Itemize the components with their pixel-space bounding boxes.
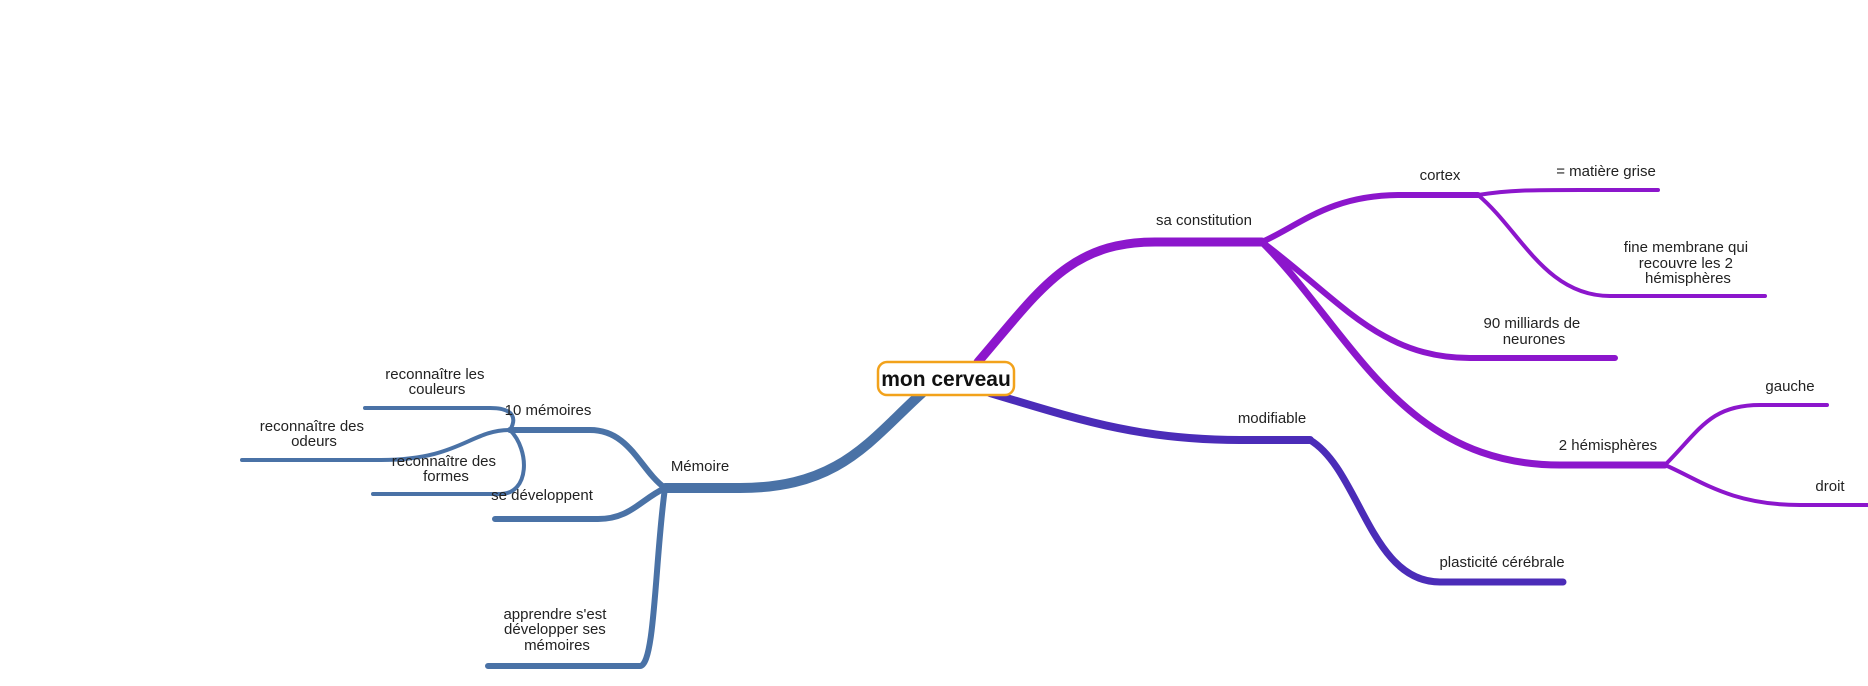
node-90-milliards[interactable]: 90 milliards de neurones [1484, 315, 1585, 348]
node-droit[interactable]: droit [1815, 478, 1845, 495]
node-apprendre-line-3: mémoires [524, 637, 590, 654]
branch-memoire: Mémoire 10 mémoires reconnaître les coul… [240, 366, 927, 669]
connector-memoire-apprendre [485, 485, 668, 669]
connector-constitution-cortex [1259, 192, 1481, 245]
node-fine-membrane[interactable]: fine membrane qui recouvre les 2 hémisph… [1624, 239, 1752, 287]
node-90-milliards-line-2: neurones [1503, 331, 1566, 348]
node-fine-membrane-line-3: hémisphères [1645, 270, 1731, 287]
connector-hemispheres-gauche [1663, 403, 1829, 467]
connector-hemispheres-droit [1663, 463, 1868, 507]
root-node-box [876, 360, 1016, 397]
connector-10-odeurs [240, 428, 512, 462]
node-couleurs[interactable]: reconnaître les couleurs [385, 366, 488, 398]
node-fine-membrane-line-1: fine membrane qui [1624, 239, 1748, 256]
node-10-memoires[interactable]: 10 mémoires [505, 402, 592, 419]
node-apprendre-line-1: apprendre s'est [503, 606, 607, 623]
connector-cortex-matiere [1476, 188, 1660, 197]
connector-memoire-10-memoires [507, 427, 668, 491]
node-apprendre-line-2: développer ses [504, 621, 606, 638]
node-2-hemispheres[interactable]: 2 hémisphères [1559, 437, 1657, 454]
root-node[interactable]: mon cerveau [876, 360, 1016, 397]
root-node-label: mon cerveau [881, 368, 1011, 391]
branch-modifiable: modifiable plasticité cérébrale [986, 389, 1567, 586]
connector-root-constitution [973, 237, 1267, 367]
connector-root-memoire [660, 388, 927, 493]
node-sa-constitution[interactable]: sa constitution [1156, 212, 1252, 229]
connector-memoire-se-developpent [492, 485, 668, 522]
node-se-developpent[interactable]: se développent [491, 487, 594, 504]
node-gauche[interactable]: gauche [1765, 378, 1814, 395]
node-apprendre[interactable]: apprendre s'est développer ses mémoires [503, 606, 610, 654]
node-matiere-grise[interactable]: = matière grise [1556, 163, 1656, 180]
node-couleurs-line-2: couleurs [409, 381, 466, 398]
connector-modifiable-plasticite [1306, 436, 1567, 586]
node-formes-line-1: reconnaître des [392, 453, 496, 470]
node-cortex[interactable]: cortex [1420, 167, 1461, 184]
node-plasticite-cerebrale[interactable]: plasticité cérébrale [1439, 554, 1564, 571]
connector-root-modifiable [986, 389, 1314, 444]
node-couleurs-line-1: reconnaître les [385, 366, 484, 383]
node-memoire[interactable]: Mémoire [671, 458, 729, 475]
connector-10-couleurs [363, 406, 516, 432]
connector-constitution-hemispheres [1258, 238, 1669, 469]
node-fine-membrane-line-2: recouvre les 2 [1639, 255, 1733, 272]
node-odeurs[interactable]: reconnaître des odeurs [260, 418, 368, 450]
node-90-milliards-line-1: 90 milliards de [1484, 315, 1581, 332]
connector-constitution-neurones [1259, 239, 1618, 361]
node-odeurs-line-1: reconnaître des [260, 418, 364, 435]
node-formes[interactable]: reconnaître des formes [392, 453, 500, 485]
node-odeurs-line-2: odeurs [291, 433, 337, 450]
connector-cortex-membrane [1476, 193, 1767, 298]
branch-constitution: sa constitution cortex = matière grise f… [973, 163, 1868, 507]
node-formes-line-2: formes [423, 468, 469, 485]
node-modifiable[interactable]: modifiable [1238, 410, 1306, 427]
connector-10-formes [371, 428, 526, 496]
